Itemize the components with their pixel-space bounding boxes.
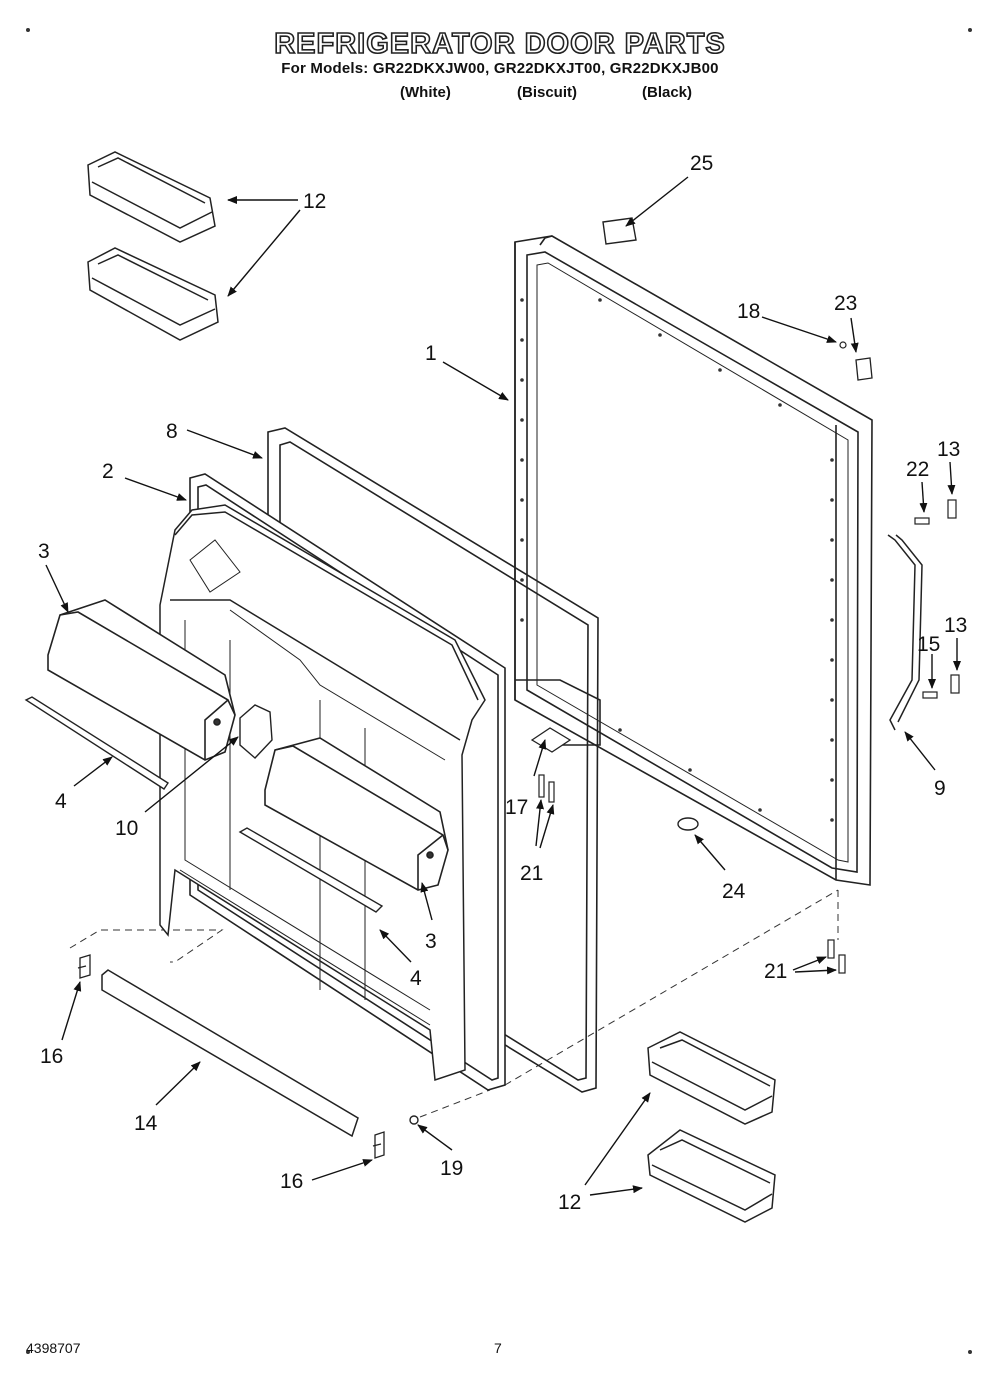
- callout-12-top: 12: [303, 190, 326, 213]
- callout-10: 10: [115, 817, 138, 840]
- callout-21-lower: 21: [764, 960, 787, 983]
- trim-end-cap-left: [77, 954, 91, 979]
- callout-25: 25: [690, 152, 713, 175]
- callout-21-upper: 21: [520, 862, 543, 885]
- callout-labels: 12 25 18 23 1 8 2 3 22 13 15 13 9 4 10 1…: [38, 152, 967, 1214]
- callout-8: 8: [166, 420, 178, 443]
- callout-12-bottom: 12: [558, 1191, 581, 1214]
- callout-23: 23: [834, 292, 857, 315]
- plug-24: [677, 817, 699, 831]
- corner-mark-tr: [968, 28, 972, 32]
- callout-13-lower: 13: [944, 614, 967, 637]
- callout-3-lower: 3: [425, 930, 437, 953]
- screws-21-lower: [827, 939, 846, 974]
- callout-16-left: 16: [40, 1045, 63, 1068]
- corner-mark-br: [968, 1350, 972, 1354]
- screw-18: [839, 341, 847, 349]
- part-number: 4398707: [26, 1340, 81, 1356]
- page-title: REFRIGERATOR DOOR PARTS: [273, 27, 726, 61]
- bushing-23: [855, 357, 873, 381]
- liner-holes: [520, 298, 834, 822]
- callout-3-upper: 3: [38, 540, 50, 563]
- callout-14: 14: [134, 1112, 158, 1135]
- shelf-retainer-upper: [24, 696, 169, 790]
- corner-mark-tl: [26, 28, 30, 32]
- door-bin-top-1: [87, 151, 216, 243]
- callout-1: 1: [425, 342, 437, 365]
- callout-9: 9: [934, 777, 946, 800]
- hinge-bracket: [530, 727, 572, 753]
- door-shelf-lower: [264, 737, 449, 891]
- callout-24: 24: [722, 880, 746, 903]
- screw-19: [409, 1115, 419, 1125]
- callout-18: 18: [737, 300, 760, 323]
- callout-4-upper: 4: [55, 790, 67, 813]
- shelf-retainer-lower: [238, 827, 384, 913]
- callout-16-right: 16: [280, 1170, 303, 1193]
- color-biscuit: (Biscuit): [517, 84, 577, 101]
- callout-15: 15: [917, 633, 940, 656]
- leader-lines: [45, 176, 961, 1196]
- color-black: (Black): [642, 84, 693, 101]
- model-colors: (White) (Biscuit) (Black): [0, 84, 1000, 104]
- door-handle: [887, 534, 923, 731]
- door-bin-bottom-2: [647, 1129, 776, 1223]
- assembly-lines: [69, 889, 839, 1118]
- door-shelf-upper: [47, 599, 236, 761]
- handle-screw-22: [914, 517, 930, 525]
- handle-screw-15: [922, 691, 938, 699]
- door-bin-bottom-1: [647, 1031, 776, 1125]
- page-number: 7: [494, 1340, 502, 1356]
- callout-2: 2: [102, 460, 114, 483]
- header: REFRIGERATOR DOOR PARTS For Models: GR22…: [0, 27, 1000, 77]
- trim-end-cap-right: [372, 1131, 385, 1159]
- callout-22: 22: [906, 458, 929, 481]
- callout-19: 19: [440, 1157, 463, 1180]
- callout-17: 17: [505, 796, 528, 819]
- model-list: For Models: GR22DKXJW00, GR22DKXJT00, GR…: [281, 60, 719, 77]
- callout-4-lower: 4: [410, 967, 422, 990]
- corner-mark-bl: [26, 1350, 30, 1354]
- screws-21-upper: [538, 774, 555, 803]
- door-bin-top-2: [87, 247, 219, 341]
- color-white: (White): [400, 84, 451, 101]
- handle-cap-upper: [947, 499, 957, 519]
- door-trim-strip: [101, 969, 359, 1138]
- cover-plate: [239, 704, 273, 759]
- callout-13-upper: 13: [937, 438, 960, 461]
- inner-door-liner: [514, 235, 873, 886]
- handle-cap-lower: [950, 674, 960, 694]
